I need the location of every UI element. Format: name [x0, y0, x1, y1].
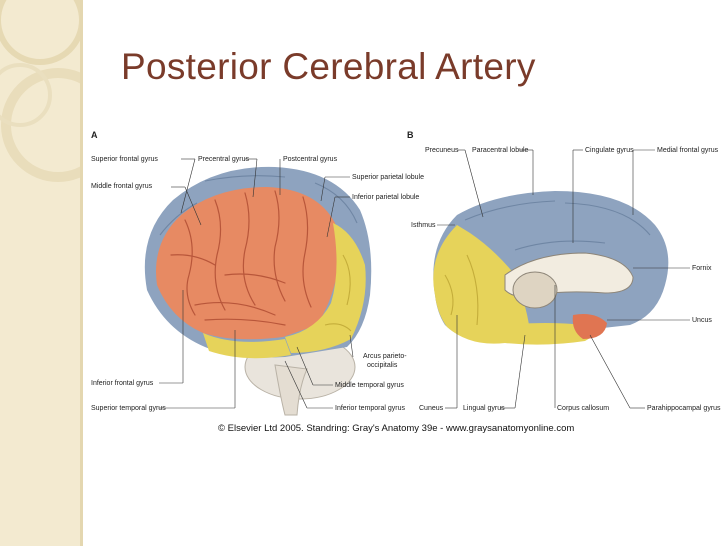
- brainstem-shape: [274, 364, 308, 416]
- label-inferior-frontal-gyrus: Inferior frontal gyrus: [91, 380, 154, 387]
- label-uncus: Uncus: [692, 317, 712, 324]
- label-parahippocampal-gyrus: Parahippocampal gyrus: [647, 405, 721, 412]
- label-medial-frontal-gyrus: Medial frontal gyrus: [657, 147, 719, 154]
- label-arcus-line2: occipitalis: [367, 362, 398, 369]
- sidebar-divider: [80, 0, 83, 546]
- brain-diagram: A B: [91, 130, 721, 416]
- uncus-orange: [572, 314, 607, 339]
- sidebar-circles-decoration: [0, 0, 115, 182]
- thalamus-shape: [512, 271, 558, 309]
- label-inferior-temporal-gyrus: Inferior temporal gyrus: [335, 405, 406, 412]
- label-arcus-line1: Arcus parieto-: [363, 353, 407, 360]
- label-cuneus: Cuneus: [419, 405, 444, 412]
- gyri-texture: [170, 190, 312, 326]
- parietal-occipital-yellow: [285, 223, 366, 353]
- label-paracentral-lobule: Paracentral lobule: [472, 147, 529, 154]
- panel-a-leader-lines: [159, 158, 354, 409]
- label-fornix: Fornix: [692, 265, 712, 272]
- brain-figure: A B: [85, 125, 725, 445]
- label-inferior-parietal-lobule: Inferior parietal lobule: [352, 194, 419, 201]
- medial-brain-illustration: [433, 191, 669, 345]
- slide-title: Posterior Cerebral Artery: [121, 46, 536, 87]
- central-region-orange: [156, 187, 340, 340]
- medial-gyri-texture: [464, 200, 651, 251]
- label-cingulate-gyrus: Cingulate gyrus: [585, 147, 634, 154]
- lateral-brain-illustration: [144, 166, 372, 416]
- temporal-yellow: [203, 333, 291, 359]
- panel-b-leader-lines: [437, 149, 690, 409]
- decorative-sidebar: [0, 0, 115, 546]
- label-superior-parietal-lobule: Superior parietal lobule: [352, 174, 424, 181]
- label-postcentral-gyrus: Postcentral gyrus: [283, 156, 338, 163]
- medial-yellow-region: [433, 225, 530, 344]
- lingual-yellow-region: [505, 323, 595, 345]
- panel-b-label: B: [407, 130, 414, 140]
- label-middle-temporal-gyrus: Middle temporal gyrus: [335, 382, 404, 389]
- label-corpus-callosum: Corpus callosum: [557, 405, 609, 412]
- label-middle-frontal-gyrus: Middle frontal gyrus: [91, 183, 153, 190]
- medial-yellow-texture: [444, 254, 479, 326]
- label-isthmus: Isthmus: [411, 222, 436, 229]
- frontal-gyri-texture: [159, 175, 358, 236]
- label-superior-frontal-gyrus: Superior frontal gyrus: [91, 156, 158, 163]
- label-precuneus: Precuneus: [425, 147, 459, 154]
- label-lingual-gyrus: Lingual gyrus: [463, 405, 505, 412]
- label-superior-temporal-gyrus: Superior temporal gyrus: [91, 405, 166, 412]
- label-precentral-gyrus: Precentral gyrus: [198, 156, 249, 163]
- copyright-credit: © Elsevier Ltd 2005. Standring: Gray's A…: [218, 423, 575, 434]
- panel-a-label: A: [91, 130, 98, 140]
- posterior-gyri-texture: [324, 254, 352, 332]
